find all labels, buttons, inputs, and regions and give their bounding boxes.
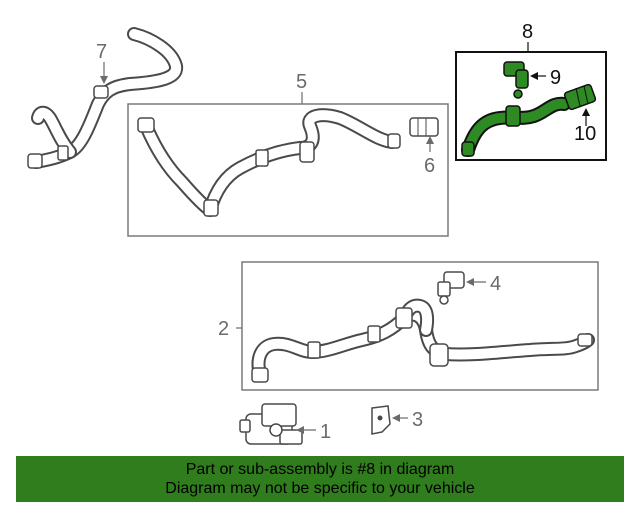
arrow-9 xyxy=(530,72,538,80)
arrow-7 xyxy=(100,76,108,84)
part-4-sensor[interactable] xyxy=(437,271,465,305)
part-2-hose[interactable] xyxy=(251,298,595,383)
info-banner: Part or sub-assembly is #8 in diagram Di… xyxy=(16,456,624,502)
callout-6[interactable]: 6 xyxy=(424,155,435,177)
arrow-6 xyxy=(426,136,434,144)
part-9-valve[interactable] xyxy=(503,61,529,99)
callout-9[interactable]: 9 xyxy=(550,67,561,89)
banner-line-1: Part or sub-assembly is #8 in diagram xyxy=(185,461,455,478)
banner-line-2: Diagram may not be specific to your vehi… xyxy=(165,480,475,497)
arrow-10 xyxy=(582,108,590,116)
callout-3[interactable]: 3 xyxy=(412,409,423,431)
parts-diagram: 7 5 6 8 9 10 xyxy=(27,21,607,445)
callout-1[interactable]: 1 xyxy=(320,421,331,443)
part-1-pump[interactable] xyxy=(239,403,303,445)
callout-4[interactable]: 4 xyxy=(490,273,501,295)
part-3-bracket[interactable] xyxy=(371,405,391,435)
arrow-1 xyxy=(296,426,304,434)
part-8-box xyxy=(455,51,607,161)
part-10-connector[interactable] xyxy=(563,83,597,111)
arrow-3 xyxy=(392,414,400,422)
part-5-hose[interactable] xyxy=(137,108,401,217)
callout-8[interactable]: 8 xyxy=(522,21,533,43)
part-7-hose[interactable] xyxy=(27,27,183,169)
callout-7[interactable]: 7 xyxy=(96,41,107,63)
part-8-hose[interactable] xyxy=(461,96,571,157)
part-5-box xyxy=(127,103,449,237)
part-2-box xyxy=(241,261,599,391)
arrow-4 xyxy=(466,278,474,286)
part-6-connector[interactable] xyxy=(409,117,439,137)
callout-2[interactable]: 2 xyxy=(218,318,229,340)
callout-10[interactable]: 10 xyxy=(574,123,596,145)
callout-5[interactable]: 5 xyxy=(296,71,307,93)
